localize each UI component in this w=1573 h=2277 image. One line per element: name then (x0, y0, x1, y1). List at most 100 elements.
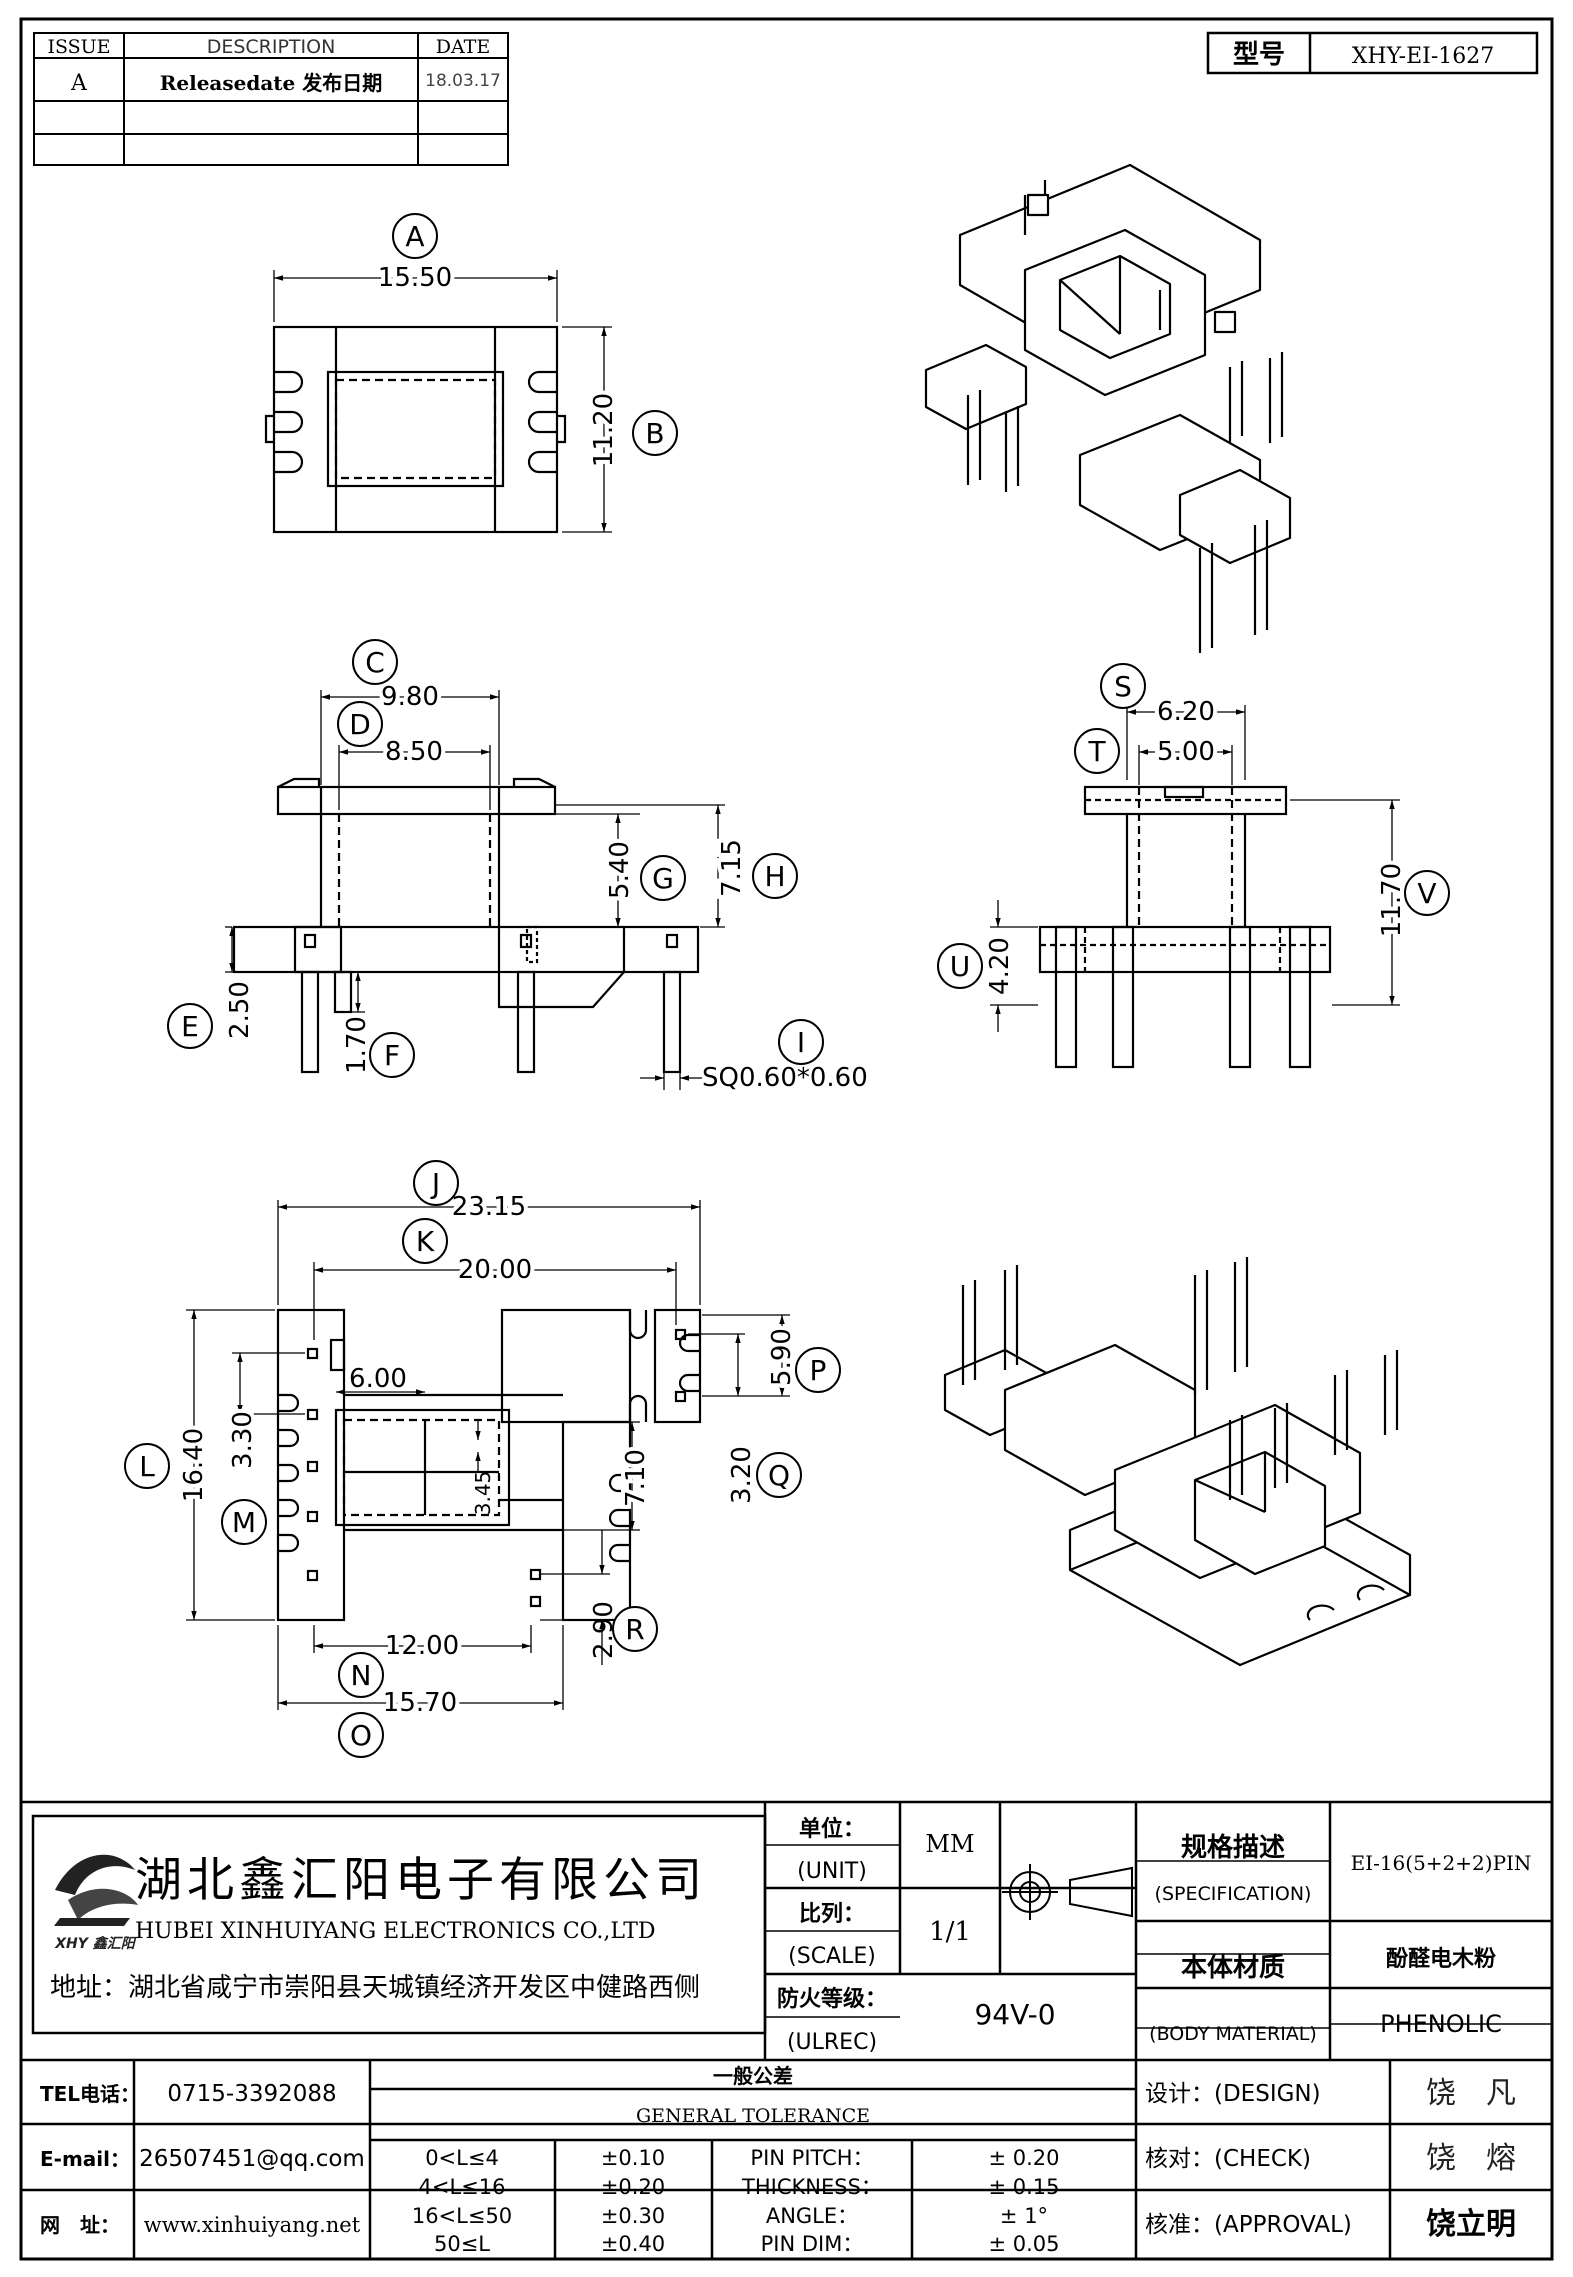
dim-g-h (555, 804, 725, 928)
dim-i (640, 1072, 702, 1090)
dim-j-value: 23.15 (452, 1192, 526, 1222)
fire-value: 94V-0 (974, 1998, 1055, 2031)
svg-text:I: I (797, 1026, 805, 1059)
rev-header-description: DESCRIPTION (207, 36, 336, 58)
tel-label: TEL电话： (40, 2082, 140, 2106)
svg-text:H: H (764, 860, 785, 893)
dim-q-value: 3.20 (727, 1446, 757, 1504)
iso-view-bottom (943, 1257, 1412, 1667)
company-address: 地址：湖北省咸宁市崇阳县天城镇经济开发区中健路西侧 (50, 1973, 700, 2003)
tol-range-3: 50≤L (434, 2232, 490, 2256)
fire-label-cn: 防火等级： (777, 1986, 887, 2012)
tolerance-title-cn: 一般公差 (713, 2064, 793, 2088)
dim-p-q (688, 1314, 790, 1397)
spec-label-cn: 规格描述 (1181, 1832, 1285, 1863)
svg-text:K: K (416, 1225, 435, 1258)
web-value[interactable]: www.xinhuiyang.net (144, 2213, 361, 2237)
dim-s-t (1126, 705, 1246, 785)
dim-b (562, 326, 612, 533)
tol-item-0: PIN PITCH： (750, 2146, 873, 2170)
dim-inner-6-value: 6.00 (349, 1364, 407, 1394)
svg-text:M: M (232, 1506, 256, 1539)
material-value-en: PHENOLIC (1380, 2010, 1502, 2038)
dim-p-value: 5.90 (767, 1328, 797, 1386)
revision-table (33, 32, 509, 166)
dim-c (320, 690, 500, 785)
tol-range-1: 4<L≤16 (419, 2175, 506, 2199)
check-name: 饶 熔 (1426, 2141, 1516, 2176)
svg-text:L: L (139, 1450, 155, 1483)
tolerance-title-en: GENERAL TOLERANCE (636, 2105, 870, 2127)
callout-bubbles (124, 213, 1450, 1758)
svg-text:V: V (1417, 877, 1436, 910)
svg-text:D: D (349, 708, 371, 741)
svg-text:G: G (652, 862, 674, 895)
front-view (232, 777, 700, 1074)
top-view (264, 325, 567, 534)
svg-text:E: E (181, 1010, 199, 1043)
company-logo: XHY 鑫汇阳 (54, 1854, 138, 1952)
dim-h-value: 7.15 (717, 839, 747, 897)
iso-view-top (924, 163, 1292, 653)
dim-e-f (225, 926, 365, 1013)
svg-text:P: P (810, 1354, 827, 1387)
dim-g-value: 5.40 (605, 841, 635, 899)
tol-value-1: ±0.20 (601, 2175, 665, 2199)
model-box (1206, 31, 1539, 75)
dim-u-v (990, 799, 1400, 1032)
svg-text:B: B (645, 417, 664, 450)
sheet-border (19, 17, 1554, 2261)
svg-text:XHY 鑫汇阳: XHY 鑫汇阳 (54, 1935, 137, 1952)
dim-l-value: 16.40 (179, 1428, 209, 1502)
dim-o-value: 15.70 (383, 1688, 457, 1718)
dim-d (338, 745, 491, 810)
scale-value: 1/1 (929, 1917, 971, 1947)
dim-f-value: 1.70 (342, 1016, 372, 1074)
svg-text:S: S (1114, 670, 1132, 703)
svg-text:J: J (430, 1167, 440, 1200)
dim-m-value: 3.30 (228, 1411, 258, 1469)
svg-text:T: T (1087, 735, 1106, 768)
unit-label-en: (UNIT) (797, 1859, 867, 1884)
scale-label-cn: 比列： (799, 1902, 865, 1927)
dim-v-value: 11.70 (1377, 863, 1407, 937)
unit-value: MM (925, 1830, 974, 1858)
model-value: XHY-EI-1627 (1352, 44, 1495, 69)
web-label: 网 址： (40, 2213, 120, 2237)
email-label: E-mail： (40, 2147, 130, 2171)
unit-label-cn: 单位： (799, 1816, 865, 1842)
tol-value-0: ±0.10 (601, 2146, 665, 2170)
model-label: 型号 (1233, 40, 1285, 70)
dim-a-value: 15.50 (378, 263, 452, 293)
email-value[interactable]: 26507451@qq.com (139, 2146, 365, 2172)
company-name-cn: 湖北鑫汇阳电子有限公司 (135, 1853, 707, 1908)
title-block-grid (21, 1800, 1552, 2259)
rev-date-a: 18.03.17 (425, 71, 501, 91)
approval-label: 核准：(APPROVAL) (1145, 2212, 1352, 2238)
rev-description-a: Releasedate 发布日期 (160, 71, 382, 95)
title-block-subgrid (765, 1844, 1552, 2029)
company-name-en: HUBEI XINHUIYANG ELECTRONICS CO.,LTD (135, 1919, 656, 1944)
tol-itemval-2: ± 1° (1000, 2204, 1048, 2228)
side-view (1038, 785, 1332, 1069)
spec-value: EI-16(5+2+2)PIN (1351, 1851, 1532, 1875)
check-label: 核对：(CHECK) (1145, 2146, 1311, 2172)
dim-r (540, 1530, 610, 1665)
dim-c-value: 9.80 (381, 682, 439, 712)
dim-k-value: 20.00 (458, 1255, 532, 1285)
fire-label-en: (ULREC) (787, 2030, 877, 2055)
dim-b-value: 11.20 (589, 393, 619, 467)
tol-itemval-0: ± 0.20 (988, 2146, 1059, 2170)
svg-text:C: C (365, 646, 385, 679)
tol-item-3: PIN DIM： (761, 2232, 864, 2256)
design-label: 设计：(DESIGN) (1145, 2081, 1321, 2107)
rev-issue-a: A (70, 71, 88, 96)
spec-label-en: (SPECIFICATION) (1155, 1883, 1312, 1905)
svg-text:O: O (350, 1719, 372, 1752)
dim-n-o (277, 1625, 564, 1710)
svg-text:A: A (405, 220, 424, 253)
tol-itemval-1: ± 0.15 (988, 2175, 1059, 2199)
dim-e-value: 2.50 (225, 981, 255, 1039)
